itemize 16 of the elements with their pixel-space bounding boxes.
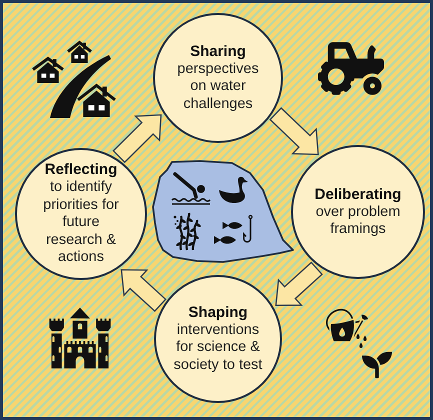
stage-description: interventions for science & society to test (172, 322, 264, 374)
block-arrow (120, 269, 167, 312)
block-arrow (275, 262, 323, 306)
stage-title: Shaping (188, 304, 248, 322)
stage-title: Deliberating (314, 186, 402, 204)
stage-circle (291, 145, 425, 279)
block-arrow (269, 107, 319, 156)
stage-description: over problem framings (314, 204, 402, 238)
stage-circle (154, 275, 282, 403)
stage-circle (15, 148, 147, 280)
stage-title: Sharing (190, 42, 246, 61)
stage-circle (153, 13, 283, 143)
block-arrow (112, 114, 162, 164)
stage-description: to identify priorities for future research & actions (42, 179, 120, 267)
stage-description: perspectives on water challenges (176, 60, 260, 114)
stage-title: Reflecting (44, 161, 118, 180)
